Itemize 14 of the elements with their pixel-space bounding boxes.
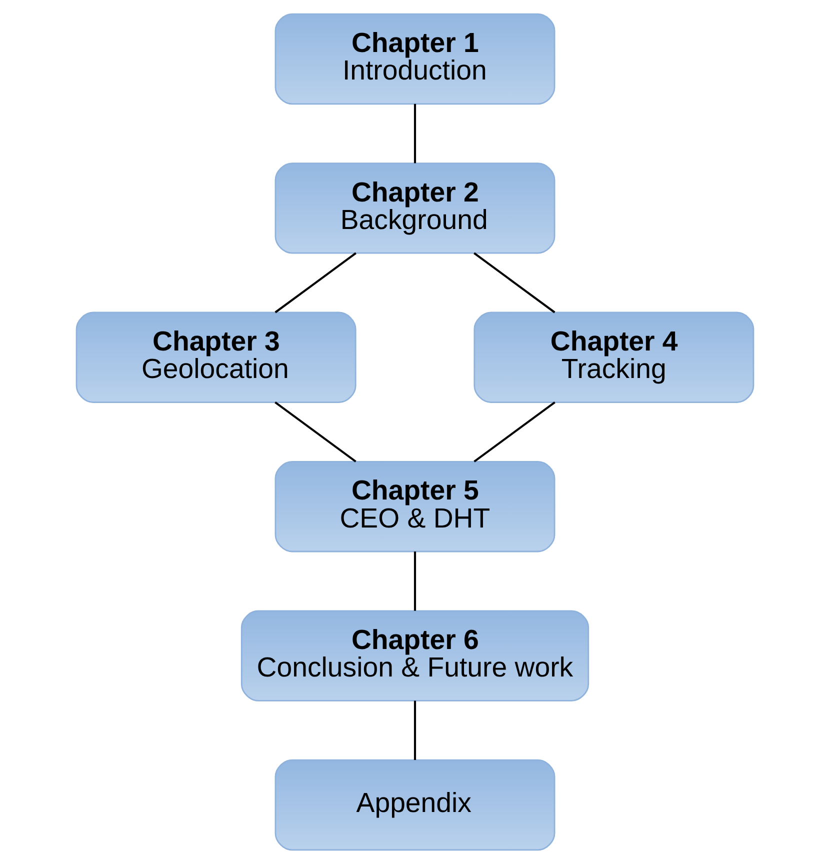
connector	[274, 402, 356, 462]
connector	[414, 700, 416, 760]
node-box: Chapter 6 Conclusion & Future work	[240, 610, 590, 702]
connector	[474, 252, 556, 314]
connector	[474, 402, 556, 462]
node-box: Chapter 1 Introduction	[274, 13, 556, 105]
node-box: Appendix	[274, 759, 556, 851]
node-box: Chapter 5 CEO & DHT	[274, 461, 556, 552]
connector	[414, 552, 416, 611]
node-box: Chapter 4 Tracking	[474, 312, 754, 403]
node-box: Chapter 3 Geolocation	[76, 312, 356, 403]
connector	[414, 104, 416, 164]
node-box: Chapter 2 Background	[274, 162, 556, 254]
connector	[274, 252, 356, 314]
